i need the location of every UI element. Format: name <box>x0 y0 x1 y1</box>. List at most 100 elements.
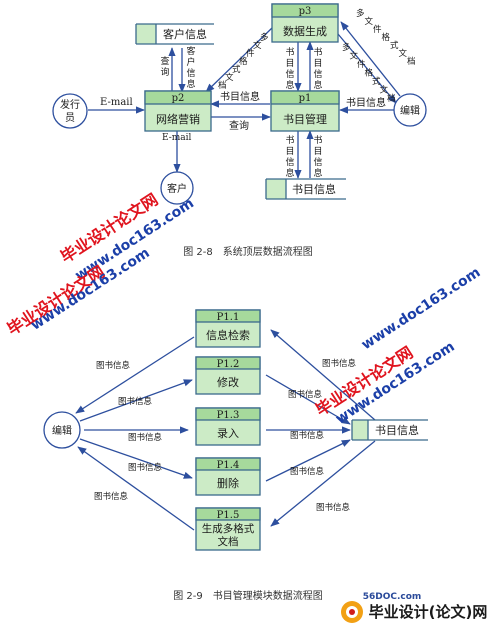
flow-label-book-info: 图书信息 <box>288 389 323 400</box>
entity-editor-label: 编辑 <box>400 104 420 117</box>
process-name: 生成多格式 <box>202 522 255 535</box>
flow-editor-p12 <box>79 379 193 422</box>
flow-p14-store <box>265 439 351 482</box>
flow-label-book-info: 图书信息 <box>322 358 357 369</box>
diagonal-label-char: 格 <box>382 32 391 43</box>
label-email-in: E-mail <box>100 97 133 108</box>
flow-label-book-info: 图书信息 <box>94 491 129 502</box>
store-book-info-label: 书目信息 <box>292 182 336 196</box>
flow-p11-editor <box>75 336 195 414</box>
process-p1-3: P1.3录入 <box>195 407 261 446</box>
process-p1-1: P1.1 信息检索 <box>195 309 261 348</box>
diagonal-label-char: 多 <box>356 8 365 19</box>
diagonal-label-char: 文 <box>350 51 359 62</box>
entity-customer-label: 客户 <box>167 182 187 195</box>
process-id: P1.3 <box>217 410 240 421</box>
diagonal-label-char: 档 <box>387 93 396 104</box>
process-name: 修改 <box>217 375 239 389</box>
diagonal-label-char: 文 <box>225 72 234 83</box>
diagonal-label-char: 文 <box>380 85 389 96</box>
p2-name: 网络营销 <box>156 112 200 126</box>
logo-site: 56DOC.com <box>363 592 422 602</box>
store-book-info-fig2: 书目信息 <box>351 419 428 441</box>
diagonal-label-char: 式 <box>390 40 399 51</box>
store-customer-info: 客户信息 <box>135 23 214 45</box>
flow-label-book-info: 图书信息 <box>316 502 351 513</box>
diagonal-label-char: 格 <box>365 68 374 79</box>
label-query-p2p1: 查询 <box>229 119 249 132</box>
entity-issuer-label: 发行员 <box>60 98 80 124</box>
process-id: P1.4 <box>217 460 240 471</box>
p1-id: p1 <box>299 93 312 104</box>
label-book-info-store-p1: 书目信息 <box>313 135 322 179</box>
process-id: P1.2 <box>217 359 240 370</box>
label-email-out: E-mail <box>162 133 192 143</box>
process-id: P1.5 <box>217 510 240 521</box>
figure-2-9 <box>75 329 376 531</box>
flow-store-p11 <box>270 329 376 421</box>
logo-text: 毕业设计(论文)网 <box>369 603 488 621</box>
process-name: 信息检索 <box>206 328 250 342</box>
caption-fig-2-9: 图 2-9 书目管理模块数据流程图 <box>173 589 323 602</box>
entity-editor-fig2: 编辑 <box>43 411 81 449</box>
flow-label-book-info: 图书信息 <box>128 432 163 443</box>
label-book-info-p1p2: 书目信息 <box>220 90 260 103</box>
process-id: P1.1 <box>217 312 240 323</box>
diagonal-label-char: 格 <box>239 56 248 67</box>
flow-p12-store <box>265 374 351 425</box>
watermark-3: www.doc163.com <box>359 264 484 353</box>
diagonal-label-char: 件 <box>373 24 382 35</box>
store-book-info: 书目信息 <box>265 178 346 200</box>
diagonal-label-char: 件 <box>357 59 366 70</box>
site-logo: 56DOC.com 毕业设计(论文)网 <box>341 592 487 623</box>
process-p2: p2 网络营销 <box>144 90 212 132</box>
process-p1-4: P1.4 删除 <box>195 457 261 496</box>
diagonal-label-char: 式 <box>372 76 381 87</box>
diagonal-label-char: 文 <box>399 48 408 59</box>
flow-label-book-info: 图书信息 <box>96 360 131 371</box>
diagonal-label-char: 式 <box>232 64 241 75</box>
store-book-info-fig2-label: 书目信息 <box>375 423 419 437</box>
watermark-2-brand: 毕业设计论文网 <box>4 262 108 339</box>
diagonal-label-char: 档 <box>407 56 416 67</box>
label-book-info-p3p1: 书目信息 <box>285 47 294 91</box>
diagonal-label-char: 件 <box>246 48 255 59</box>
label-book-info-p1-store: 书目信息 <box>285 135 294 179</box>
diagonal-label-char: 多 <box>260 32 269 43</box>
watermark-3-url: www.doc163.com <box>359 264 484 353</box>
flow-store-p15 <box>270 440 376 527</box>
label-customer-info-flow: 客户信息 <box>186 45 195 90</box>
p3-name: 数据生成 <box>283 24 327 38</box>
flow-label-book-info: 图书信息 <box>118 396 153 407</box>
entity-customer: 客户 <box>160 171 194 205</box>
flow-p15-editor <box>77 446 195 531</box>
label-query-store: 查询 <box>160 55 169 78</box>
entity-issuer: 发行员 <box>52 93 88 129</box>
caption-fig-2-8: 图 2-8 系统顶层数据流程图 <box>183 245 313 258</box>
label-book-info-editor-p1: 书目信息 <box>346 96 386 109</box>
diagonal-label-char: 文 <box>365 16 374 27</box>
flow-p3-editor <box>337 33 397 104</box>
store-customer-info-label: 客户信息 <box>163 27 207 41</box>
flow-label-book-info: 图书信息 <box>290 430 325 441</box>
flow-p3-p2 <box>205 27 273 93</box>
figure-2-8 <box>88 21 401 179</box>
diagonal-label-char: 多 <box>342 42 351 53</box>
label-book-info-p1p3: 书目信息 <box>313 47 322 91</box>
diagonal-label-char: 档 <box>218 80 227 91</box>
process-p3: p3 数据生成 <box>271 3 339 43</box>
process-p1: p1 书目管理 <box>270 90 340 132</box>
entity-editor-fig2-label: 编辑 <box>52 424 72 437</box>
diagonal-label-char: 文 <box>253 40 262 51</box>
flow-editor-p14 <box>79 438 193 479</box>
p3-id: p3 <box>299 6 312 17</box>
flow-label-book-info: 图书信息 <box>290 466 325 477</box>
entity-editor-fig1: 编辑 <box>393 93 427 127</box>
process-name: 删除 <box>217 476 239 490</box>
p2-id: p2 <box>172 93 185 104</box>
